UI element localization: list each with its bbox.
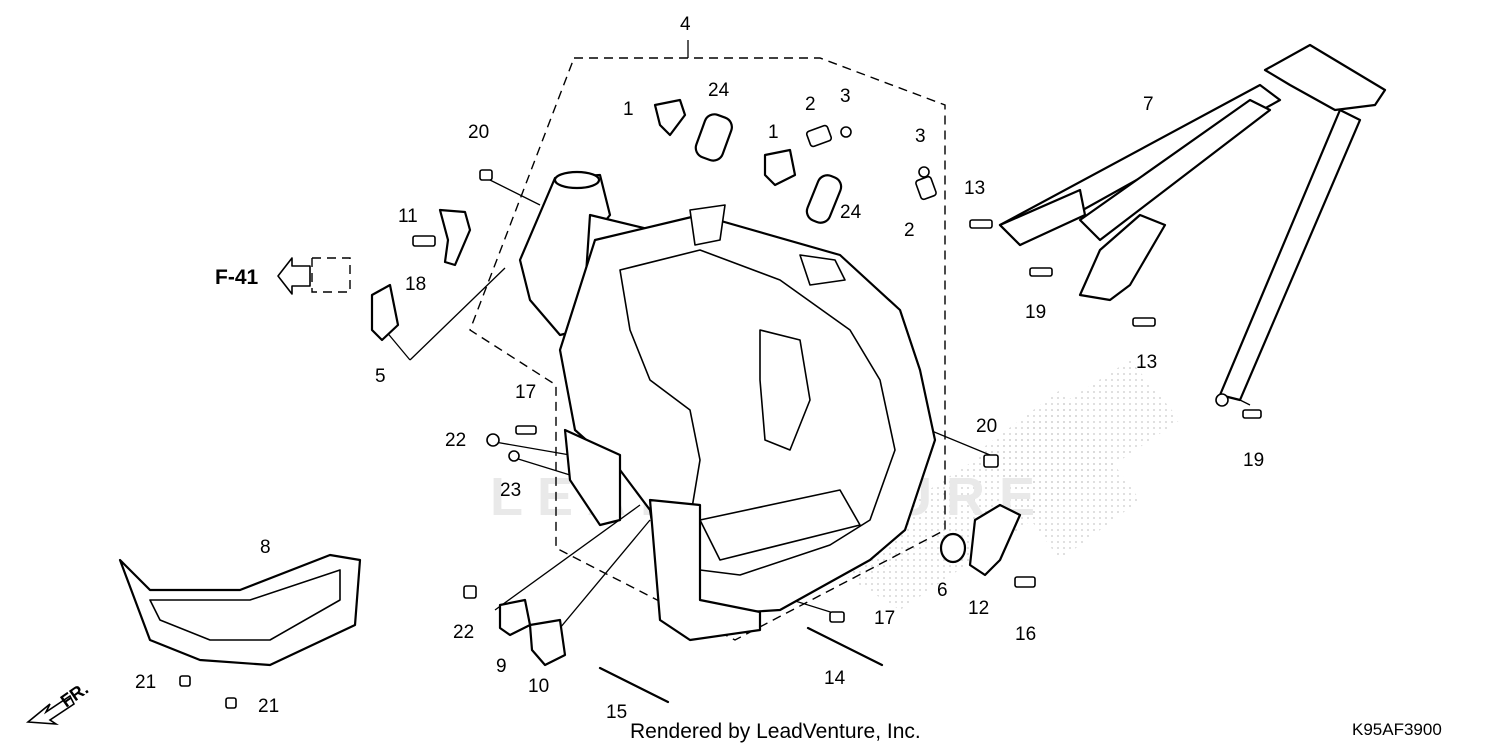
reference-label: F-41 bbox=[215, 266, 259, 289]
callout-20-b: 20 bbox=[976, 416, 997, 437]
callout-7: 7 bbox=[1143, 94, 1154, 115]
callout-2-b: 2 bbox=[904, 220, 915, 241]
rear-subframe bbox=[998, 43, 1387, 407]
credit-text: Rendered by LeadVenture, Inc. bbox=[630, 720, 921, 743]
callout-20-a: 20 bbox=[468, 122, 489, 143]
main-frame bbox=[518, 170, 937, 642]
callout-3-a: 3 bbox=[840, 86, 851, 107]
callout-21-b: 21 bbox=[258, 696, 279, 717]
callout-18: 18 bbox=[405, 274, 426, 295]
callout-16: 16 bbox=[1015, 624, 1036, 645]
frame-assembly-outline bbox=[311, 57, 946, 641]
skid-plate bbox=[118, 553, 362, 667]
callout-1-a: 1 bbox=[623, 99, 634, 120]
callout-14: 14 bbox=[824, 668, 846, 689]
callout-15: 15 bbox=[606, 702, 627, 723]
callout-2-a: 2 bbox=[805, 94, 816, 115]
callout-19-b: 19 bbox=[1243, 450, 1264, 471]
small-parts bbox=[179, 98, 1262, 709]
callout-12: 12 bbox=[968, 598, 989, 619]
callout-9: 9 bbox=[496, 656, 507, 677]
diagram-code: K95AF3900 bbox=[1352, 720, 1442, 739]
callout-22-a: 22 bbox=[445, 430, 466, 451]
callout-3-b: 3 bbox=[915, 126, 926, 147]
callout-1-b: 1 bbox=[768, 122, 779, 143]
callout-19-a: 19 bbox=[1025, 302, 1046, 323]
callout-13-a: 13 bbox=[964, 178, 985, 199]
callout-13-b: 13 bbox=[1136, 352, 1157, 373]
callout-11: 11 bbox=[398, 206, 418, 227]
front-direction-marker: FR. bbox=[25, 678, 92, 726]
callout-23: 23 bbox=[500, 480, 521, 501]
callout-24-b: 24 bbox=[840, 202, 862, 223]
callout-10: 10 bbox=[528, 676, 549, 697]
callout-21-a: 21 bbox=[135, 672, 156, 693]
callout-17-b: 17 bbox=[874, 608, 895, 629]
callout-5: 5 bbox=[375, 366, 386, 387]
callout-4: 4 bbox=[680, 14, 691, 35]
callout-8: 8 bbox=[260, 537, 271, 558]
callout-6: 6 bbox=[937, 580, 948, 601]
callout-22-b: 22 bbox=[453, 622, 474, 643]
callout-17-a: 17 bbox=[515, 382, 536, 403]
reference-f41: F-41 bbox=[215, 257, 311, 295]
callout-24-a: 24 bbox=[708, 80, 730, 101]
callouts: 4 1 24 2 3 1 3 24 2 20 11 18 5 17 22 23 … bbox=[135, 14, 1264, 723]
